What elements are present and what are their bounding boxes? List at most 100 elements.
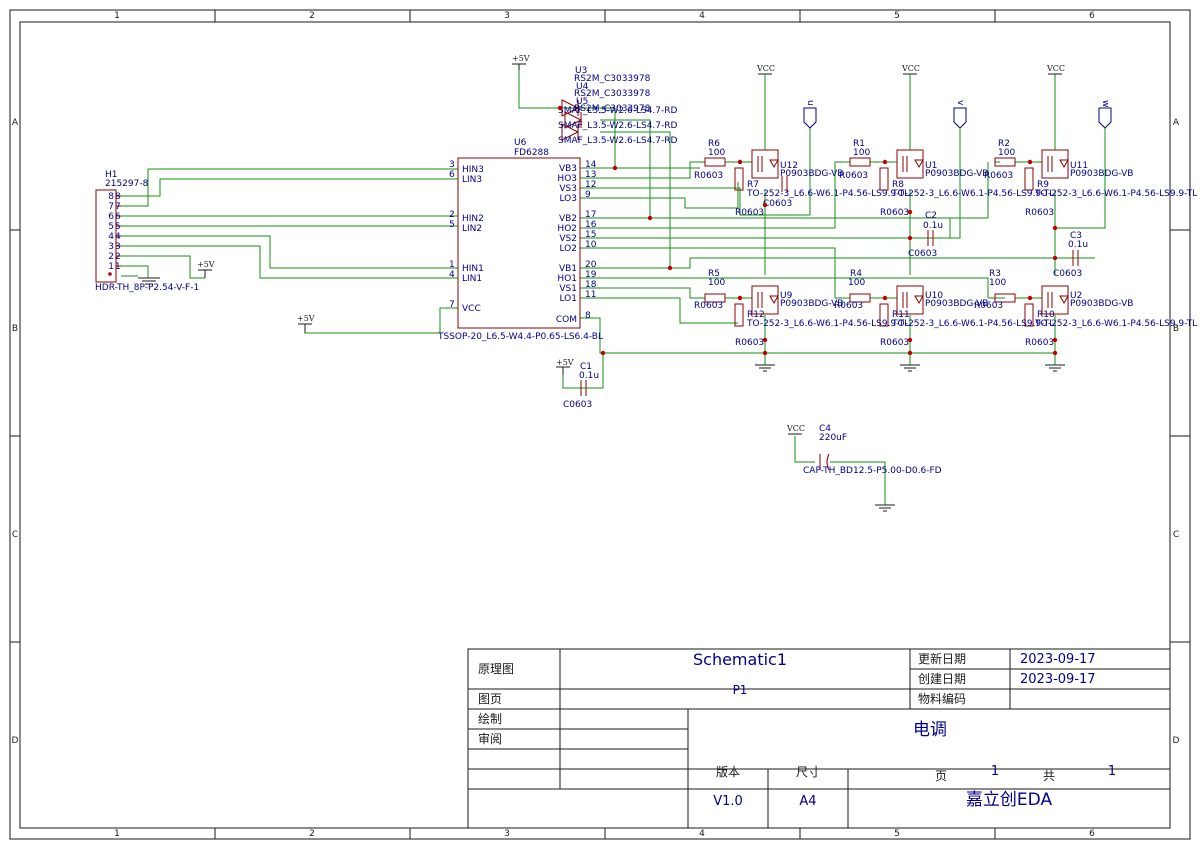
u6-pin-vb1: VB1: [559, 264, 577, 274]
c3-value: 0.1u: [1068, 240, 1088, 250]
h1-part: 215297-8: [105, 179, 149, 189]
r3-footprint: R0603: [974, 301, 1003, 311]
u6-pin-num-17: 17: [585, 210, 596, 220]
r7-footprint: R0603: [735, 208, 764, 218]
power-5v-c1-label: +5V: [556, 358, 574, 367]
tb-created-value: 2023-09-17: [1020, 672, 1096, 687]
r4-value: 100: [848, 278, 865, 288]
tb-page-label: 图页: [478, 692, 502, 706]
resistor-r10[interactable]: R10 R0603: [1024, 303, 1055, 348]
resistor-r3[interactable]: R3 100 R0603: [974, 269, 1016, 311]
mosfet-u10[interactable]: U10 P0903BDG-VB TO-252-3_L6.6-W6.1-P4.56…: [891, 285, 1054, 329]
u6-pin-vs3: VS3: [559, 184, 577, 194]
u6-pin-ho2: HO2: [557, 224, 577, 234]
row-label-right-c: C: [1173, 530, 1179, 540]
h1-pin-6-out: 6: [115, 212, 121, 222]
net-port-v[interactable]: v: [953, 100, 967, 129]
h1-pin-4-out: 4: [115, 232, 121, 242]
mosfet-u1[interactable]: U1 P0903BDG-VB TO-252-3_L6.6-W6.1-P4.56-…: [891, 149, 1054, 199]
resistor-r5[interactable]: R5 100 R0603: [694, 269, 726, 311]
c4-value: 220uF: [819, 433, 847, 443]
mosfet-u12[interactable]: U12 P0903BDG-VB TO-252-3_L6.6-W6.1-P4.56…: [746, 149, 909, 199]
u6-ref: U6: [514, 138, 527, 148]
row-label-right-a: A: [1173, 118, 1180, 128]
tb-drawn-label: 绘制: [478, 711, 502, 726]
r7-ref: R7: [747, 180, 759, 190]
tb-project-name: 电调: [913, 720, 947, 740]
resistor-r11[interactable]: R11 R0603: [879, 303, 910, 348]
col-label-bottom-5: 5: [894, 829, 900, 839]
tb-version-label: 版本: [716, 765, 740, 779]
diode-part-2: RS2M_C3033978: [574, 89, 651, 99]
bootstrap-diodes[interactable]: U3 RS2M_C3033978 RS2M_C3033978 RS2M_C303…: [558, 66, 678, 146]
col-label-top-1: 1: [114, 11, 120, 21]
resistor-r7[interactable]: R7 R0603: [734, 167, 764, 218]
u6-pin-num-14: 14: [585, 160, 597, 170]
col-label-top-5: 5: [894, 11, 900, 21]
u6-pin-ho1: HO1: [557, 274, 577, 284]
u6-pin-num-8: 8: [585, 311, 591, 321]
power-vcc-3: VCC: [1046, 64, 1065, 75]
u6-footprint: TSSOP-20_L6.5-W4.4-P0.65-LS6.4-BL: [437, 332, 603, 342]
resistor-r2[interactable]: R2 100 R0603: [984, 139, 1016, 181]
r4-ref: R4: [850, 269, 862, 279]
u6-pin-num-1: 1: [449, 260, 455, 270]
u9-ref: U9: [780, 291, 793, 301]
resistor-r9[interactable]: R9 R0603: [1024, 167, 1054, 218]
r6-ref: R6: [708, 139, 720, 149]
u12-footprint: TO-252-3_L6.6-W6.1-P4.56-LS9.9-TL: [746, 189, 909, 199]
capacitor-c3[interactable]: C3 0.1u C0603: [1053, 231, 1088, 279]
u6-pin-vs1: VS1: [559, 284, 577, 294]
resistor-r6[interactable]: R6 100 R0603: [694, 139, 726, 181]
u6-pin-lo3: LO3: [559, 194, 577, 204]
capacitor-c2[interactable]: C2 0.1u C0603: [908, 211, 943, 259]
mosfet-u2[interactable]: U2 P0903BDG-VB TO-252-3_L6.6-W6.1-P4.56-…: [1034, 285, 1197, 329]
h1-pin-6: 6: [108, 212, 114, 222]
resistor-r1[interactable]: R1 100 R0603: [839, 139, 871, 181]
resistor-r8[interactable]: R8 R0603: [879, 167, 909, 218]
power-vcc-c4-label: VCC: [786, 424, 805, 433]
resistor-r12[interactable]: R12 R0603: [734, 303, 765, 348]
c1-value: 0.1u: [579, 371, 599, 381]
u6-pin-num-15: 15: [585, 230, 596, 240]
power-5v-c1: +5V: [556, 358, 574, 375]
resistor-r4[interactable]: R4 100 R0603: [834, 269, 871, 311]
capacitor-c5[interactable]: C0603: [763, 176, 792, 209]
u6-pin-num-9: 9: [585, 190, 591, 200]
u12-ref: U12: [780, 161, 798, 171]
capacitor-c1[interactable]: C1 0.1u C0603: [563, 362, 599, 410]
r5-ref: R5: [708, 269, 720, 279]
mosfet-u11[interactable]: U11 P0903BDG-VB TO-252-3_L6.6-W6.1-P4.56…: [1034, 149, 1197, 199]
r11-footprint: R0603: [880, 338, 909, 348]
driver-ic-u6[interactable]: U6 FD6288 TSSOP-20_L6.5-W4.4-P0.65-LS6.4…: [437, 138, 603, 342]
r1-value: 100: [853, 148, 870, 158]
power-5v-u6: +5V: [297, 314, 315, 333]
h1-pin-3: 3: [108, 242, 114, 252]
u6-pin-com: COM: [556, 315, 577, 325]
diode-ref-u4: U4: [576, 82, 589, 92]
u10-ref: U10: [925, 291, 943, 301]
title-block: 原理图 Schematic1 图页 P1 绘制 审阅 更新日期 2023-09-…: [467, 648, 1171, 829]
u12-part: P0903BDG-VB: [780, 169, 843, 179]
u10-part: P0903BDG-VB: [925, 299, 988, 309]
mosfet-u9[interactable]: U9 P0903BDG-VB TO-252-3_L6.6-W6.1-P4.56-…: [746, 285, 909, 329]
power-vcc-1-label: VCC: [756, 64, 775, 73]
power-vcc-1: VCC: [756, 64, 775, 75]
u6-pin-hin1: HIN1: [462, 264, 484, 274]
power-vcc-2-label: VCC: [901, 64, 920, 73]
diode-footprint-3: SMAF_L3.5-W2.6-LS4.7-RD: [558, 136, 678, 146]
r11-ref: R11: [892, 310, 910, 320]
capacitor-c4[interactable]: C4 220uF CAP-TH_BD12.5-P5.00-D0.6-FD: [803, 424, 942, 476]
u6-pin-num-7: 7: [449, 300, 455, 310]
power-vcc-c4: VCC: [786, 424, 805, 435]
net-port-w[interactable]: w: [1098, 100, 1112, 129]
connector-h1[interactable]: H1 215297-8 HDR-TH_8P-P2.54-V-F-1 8 7 6 …: [95, 170, 199, 293]
diode-part-3: RS2M_C3033978: [574, 104, 651, 114]
col-label-bottom-3: 3: [504, 829, 510, 839]
u6-pin-ho3: HO3: [557, 174, 577, 184]
r2-footprint: R0603: [984, 171, 1013, 181]
tb-material-label: 物料编码: [918, 691, 966, 706]
c2-ref: C2: [925, 211, 937, 221]
tb-page-num-label: 页: [935, 769, 947, 783]
net-port-u[interactable]: u: [803, 100, 817, 129]
